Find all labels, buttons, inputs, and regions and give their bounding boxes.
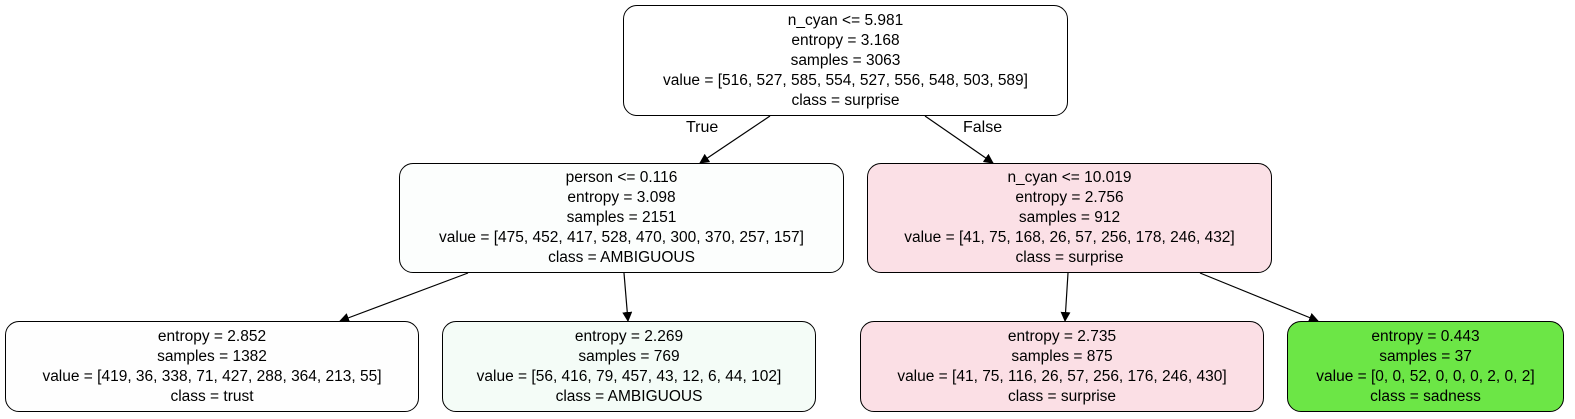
node-value: value = [475, 452, 417, 528, 470, 300, 3… <box>439 229 804 246</box>
node-value: value = [56, 416, 79, 457, 43, 12, 6, 44… <box>476 367 782 385</box>
node-entropy: entropy = 0.443 <box>1371 327 1480 345</box>
tree-leaf-ll: entropy = 2.852 samples = 1382 value = [… <box>5 321 419 412</box>
tree-leaf-rl: entropy = 2.735 samples = 875 value = [4… <box>860 321 1264 412</box>
node-class: class = sadness <box>1370 387 1481 405</box>
node-entropy: entropy = 3.168 <box>791 31 900 49</box>
node-entropy: entropy = 2.852 <box>157 327 267 345</box>
node-split-rule: n_cyan <= 10.019 <box>1007 169 1132 186</box>
node-samples: samples = 875 <box>1011 347 1113 365</box>
node-split-rule: n_cyan <= 5.981 <box>787 11 904 29</box>
edge-left-leaf-lr <box>622 272 633 322</box>
tree-leaf-lr: entropy = 2.269 samples = 769 value = [5… <box>442 321 816 412</box>
node-entropy: entropy = 3.098 <box>567 189 676 206</box>
node-samples: samples = 3063 <box>790 51 901 69</box>
edge-left-leaf-ll <box>339 272 469 323</box>
node-value: value = [0, 0, 52, 0, 0, 0, 2, 0, 2] <box>1316 367 1535 385</box>
node-value: value = [41, 75, 168, 26, 57, 256, 178, … <box>904 229 1235 246</box>
edge-right-leaf-rr <box>1199 272 1319 323</box>
edge-label-false: False <box>963 119 1003 136</box>
node-class: class = AMBIGUOUS <box>548 249 695 266</box>
node-samples: samples = 912 <box>1018 209 1121 226</box>
node-entropy: entropy = 2.269 <box>574 327 684 345</box>
tree-node-right: n_cyan <= 10.019 entropy = 2.756 samples… <box>867 163 1272 273</box>
node-value: value = [516, 527, 585, 554, 527, 556, 5… <box>663 71 1028 89</box>
node-value: value = [419, 36, 338, 71, 427, 288, 364… <box>42 367 382 385</box>
tree-node-root: n_cyan <= 5.981 entropy = 3.168 samples … <box>623 5 1068 116</box>
node-samples: samples = 2151 <box>566 209 677 226</box>
node-class: class = surprise <box>791 91 900 109</box>
node-class: class = surprise <box>1007 387 1117 405</box>
node-value: value = [41, 75, 116, 26, 57, 256, 176, … <box>897 367 1227 385</box>
node-entropy: entropy = 2.756 <box>1015 189 1124 206</box>
node-entropy: entropy = 2.735 <box>1007 327 1117 345</box>
edge-right-leaf-rl <box>1060 272 1071 322</box>
node-class: class = trust <box>170 387 254 405</box>
tree-leaf-rr: entropy = 0.443 samples = 37 value = [0,… <box>1287 321 1564 412</box>
node-class: class = AMBIGUOUS <box>555 387 703 405</box>
node-split-rule: person <= 0.116 <box>565 169 678 186</box>
node-class: class = surprise <box>1015 249 1124 266</box>
node-samples: samples = 769 <box>578 347 680 365</box>
edge-label-true: True <box>686 119 719 136</box>
tree-node-left: person <= 0.116 entropy = 3.098 samples … <box>399 163 844 273</box>
edge-root-right <box>924 115 994 164</box>
edge-root-left <box>699 115 771 164</box>
node-samples: samples = 1382 <box>157 347 267 365</box>
node-samples: samples = 37 <box>1379 347 1472 365</box>
